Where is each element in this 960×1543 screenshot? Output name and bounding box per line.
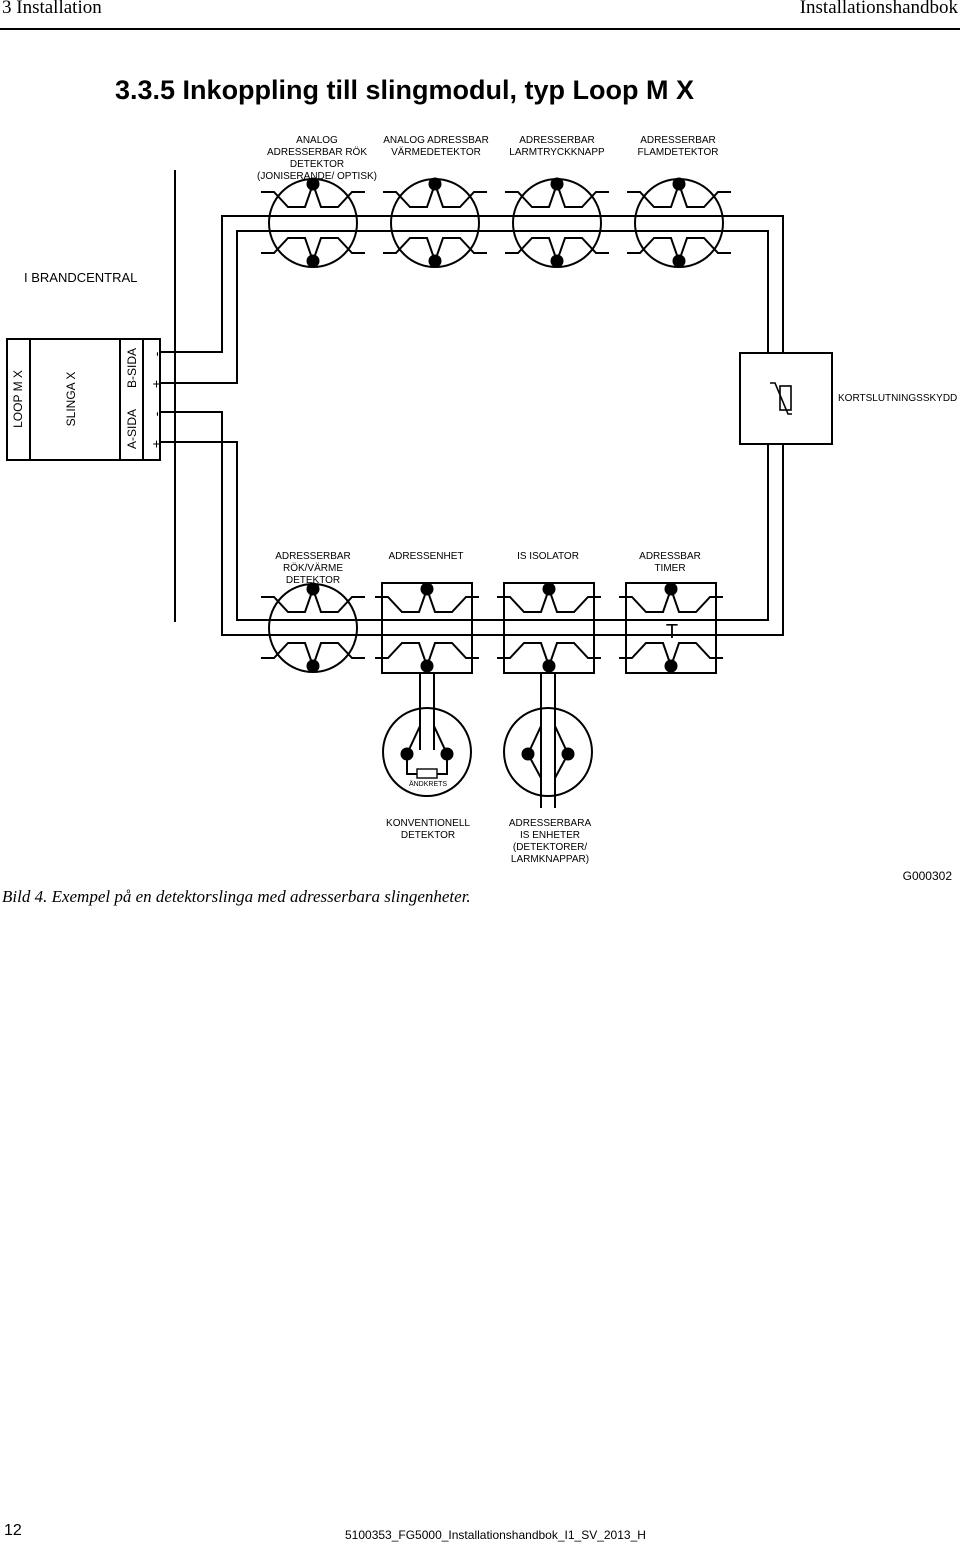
is-units-label-3: (DETEKTORER/ <box>513 842 587 853</box>
terminal-b-minus: - <box>148 351 164 356</box>
is-isolator-icon <box>497 582 601 674</box>
multi-detector-icon <box>261 582 365 673</box>
call-point-label-1: ADRESSERBAR <box>519 135 595 146</box>
is-units-label-4: LARMKNAPPAR) <box>511 854 589 865</box>
timer-label-1: ADRESSBAR <box>639 551 701 562</box>
section-title: 3.3.5 Inkoppling till slingmodul, typ Lo… <box>115 75 694 105</box>
is-isolator-label: IS ISOLATOR <box>517 551 579 562</box>
document-id: 5100353_FG5000_Installationshandbok_I1_S… <box>345 1528 646 1542</box>
smoke-label-3: DETEKTOR <box>290 159 344 170</box>
multi-label-1: ADRESSERBAR <box>275 551 351 562</box>
flame-label-1: ADRESSERBAR <box>640 135 716 146</box>
end-of-line-label: ÄNDKRETS <box>409 780 447 788</box>
address-unit-label: ADRESSENHET <box>388 551 463 562</box>
figure-caption: Bild 4. Exempel på en detektorslinga med… <box>2 887 471 906</box>
conventional-label-2: DETEKTOR <box>401 830 455 841</box>
timer-icon <box>619 582 723 674</box>
smoke-label-2: ADRESSERBAR RÖK <box>267 146 367 158</box>
address-unit-icon <box>375 582 479 674</box>
is-units-label-1: ADRESSERBARA <box>509 818 592 829</box>
heat-label-2: VÄRMEDETEKTOR <box>391 146 481 158</box>
smoke-label-1: ANALOG <box>296 135 338 146</box>
smoke-detector-icon <box>261 177 365 268</box>
call-point-icon <box>505 177 609 268</box>
flame-detector-icon <box>627 177 731 268</box>
heat-label-1: ANALOG ADRESSBAR <box>383 135 489 146</box>
terminal-b-plus: + <box>148 380 164 388</box>
figure-id: G000302 <box>902 869 952 883</box>
smoke-label-4: (JONISERANDE/ OPTISK) <box>257 171 377 182</box>
module-a-side-label: A-SIDA <box>125 409 139 449</box>
timer-symbol: T <box>666 621 678 643</box>
multi-label-2: RÖK/VÄRME <box>283 562 343 574</box>
terminal-a-minus: - <box>148 411 164 416</box>
module-loop-label: LOOP M X <box>11 370 25 428</box>
terminal-a-plus: + <box>148 440 164 448</box>
multi-label-3: DETEKTOR <box>286 575 340 586</box>
header-manual-title: Installationshandbok <box>799 0 958 18</box>
module-slinga-label: SLINGA X <box>64 372 78 427</box>
conventional-label-1: KONVENTIONELL <box>386 818 470 829</box>
call-point-label-2: LARMTRYCKKNAPP <box>509 147 605 158</box>
is-units-label-2: IS ENHETER <box>520 830 580 841</box>
timer-label-2: TIMER <box>654 563 685 574</box>
header-section: 3 Installation <box>2 0 102 18</box>
header-rule <box>0 28 960 30</box>
page-number: 12 <box>4 1522 22 1539</box>
module-b-side-label: B-SIDA <box>125 348 139 388</box>
is-unit-icon <box>503 707 593 797</box>
flame-label-2: FLAMDETEKTOR <box>638 147 719 158</box>
heat-detector-icon <box>383 177 487 268</box>
conventional-detector-icon <box>382 707 472 797</box>
short-circuit-label: KORTSLUTNINGSSKYDD <box>838 393 957 404</box>
wiring-diagram: ANALOG ADRESSERBAR RÖK DETEKTOR (JONISER… <box>6 135 957 865</box>
panel-label: I BRANDCENTRAL <box>24 270 137 285</box>
